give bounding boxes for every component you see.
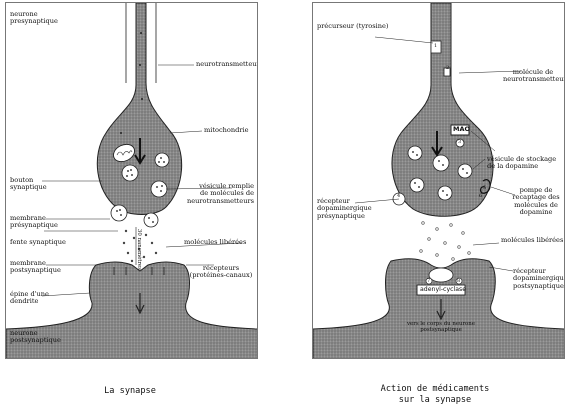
label-recepteurs: récepteurs (protéines-canaux) (189, 264, 253, 280)
marker-3: 3 (458, 139, 462, 145)
label-membrane-postsynaptique: membrane postsynaptique (10, 259, 61, 275)
flow-arrow-icon (431, 131, 443, 157)
marker-5: 5 (483, 185, 487, 191)
marker-1: 1 (434, 43, 438, 49)
label-adenyl-cyclase: adenyl-cyclase (420, 286, 467, 293)
label-mitochondrie: mitochondrie (204, 126, 249, 134)
label-pompe-recaptage: pompe de recaptage des molécules de dopa… (512, 186, 560, 217)
adenyl-cyclase-box (416, 284, 466, 296)
label-neurotransmetteurs: neurotransmetteurs (196, 60, 258, 68)
postsynaptic-neuron-shape (6, 261, 257, 358)
presynaptic-neuron-shape (96, 3, 183, 215)
label-epine-dendrite: épine d'une dendrite (10, 290, 49, 306)
marker-4: 4 (397, 193, 401, 199)
postsynaptic-arrow-icon (135, 293, 145, 315)
postsynaptic-arrow-icon (436, 299, 446, 321)
label-molecule-neurotransmetteur: molécule de neurotransmetteur (503, 68, 565, 84)
label-membrane-presynaptique: membrane présynaptique (10, 214, 58, 230)
mao-box (450, 124, 470, 136)
label-fente-synaptique: fente synaptique (10, 238, 66, 246)
vesicles (110, 152, 170, 228)
caption-synapse: La synapse (104, 386, 156, 396)
label-vers-corps: vers le corps du neurone postsynaptique (407, 321, 475, 334)
label-recepteur-presynaptique: récepteur dopaminergique présynaptique (317, 197, 372, 220)
label-vesicule: vésicule remplie de molécules de neurotr… (186, 182, 254, 205)
postsynaptic-neuron-shape (313, 258, 564, 358)
panel-medicaments: précurseur (tyrosine) molécule de neurot… (312, 2, 565, 359)
label-bouton-synaptique: bouton synaptique (10, 176, 47, 192)
caption-medicaments: Action de médicaments sur la synapse (380, 384, 490, 405)
marker-6: 6 (479, 193, 483, 199)
label-mao: MAO (453, 125, 471, 133)
label-distance: 30 nanomètres (136, 229, 142, 270)
label-precurseur: précurseur (tyrosine) (317, 22, 389, 30)
label-recepteur-postsynaptique: récepteur dopaminergique postsynaptique (513, 267, 565, 290)
label-neurone-postsynaptique: neurone postsynaptique (10, 329, 61, 345)
synapse-illustration (6, 3, 257, 358)
label-neurone-presynaptique: neurone presynaptique (10, 10, 58, 26)
drug-action-illustration (313, 3, 564, 358)
flow-arrow-icon (134, 138, 146, 165)
label-molecules-liberees: molécules libérées (184, 238, 247, 246)
marker-8: 8 (457, 278, 461, 284)
marker-7: 7 (427, 278, 431, 284)
reuptake-pump-shape (479, 179, 491, 194)
label-vesicule-stockage: vésicule de stockage de la dopamine (487, 155, 557, 171)
label-molecules-liberees-2: molécules libérées (501, 236, 564, 244)
presynaptic-neuron-shape (391, 3, 494, 217)
marker-2: 2 (446, 65, 450, 71)
panel-synapse: neurone presynaptique neurotransmetteurs… (5, 2, 258, 359)
